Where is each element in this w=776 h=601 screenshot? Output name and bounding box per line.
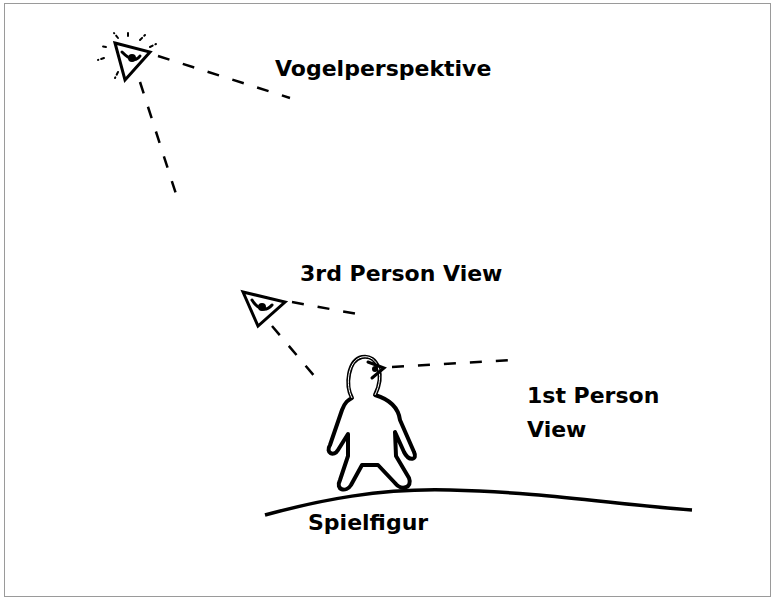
view-ray [392,360,512,367]
view-ray [158,56,290,98]
eye-symbol [98,31,156,80]
perspective-label: 1st Person View [527,379,677,447]
perspective-label: 3rd Person View [300,257,502,291]
figure-label: Spielfigur [308,506,428,540]
view-ray [272,326,316,378]
player-figure [329,357,415,490]
eye-symbol [243,292,285,326]
perspective-label: Vogelperspektive [275,52,491,86]
view-ray [292,302,368,316]
eye-symbol [368,362,384,378]
frame [5,4,771,597]
view-ray [140,82,176,194]
